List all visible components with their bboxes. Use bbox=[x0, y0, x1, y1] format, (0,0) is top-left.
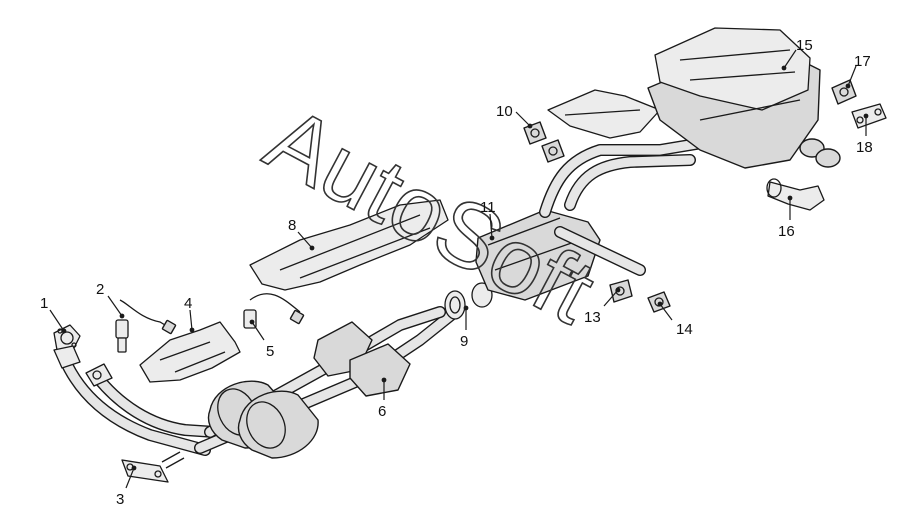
part-17-rubber-mount bbox=[831, 79, 857, 105]
part-9-clamp bbox=[444, 282, 493, 320]
leader-lines bbox=[49, 49, 869, 489]
part-8-heat-shield bbox=[249, 199, 449, 291]
callout-4: 4 bbox=[184, 295, 192, 312]
rear-pipes bbox=[539, 134, 726, 218]
front-downpipes bbox=[53, 345, 221, 456]
callout-2: 2 bbox=[96, 281, 104, 298]
part-13-rubber-mount bbox=[609, 279, 633, 303]
callout-14: 14 bbox=[676, 321, 693, 338]
callout-5: 5 bbox=[266, 343, 274, 360]
part-18-mount-bracket bbox=[851, 103, 887, 129]
callout-labels: 1 2 3 4 5 6 8 9 10 11 13 14 15 16 17 18 bbox=[40, 37, 873, 508]
callout-15: 15 bbox=[796, 37, 813, 54]
part-3-bracket bbox=[121, 451, 185, 483]
callout-10: 10 bbox=[496, 103, 513, 120]
callout-17: 17 bbox=[854, 53, 871, 70]
rear-heat-shield bbox=[547, 89, 661, 139]
part-15-rear-muffler bbox=[647, 27, 841, 169]
callout-6: 6 bbox=[378, 403, 386, 420]
part-16-tail-pipe bbox=[766, 178, 825, 211]
part-6-front-pipe-catalysts bbox=[194, 306, 461, 459]
part-11-centre-muffler bbox=[475, 209, 646, 301]
callout-16: 16 bbox=[778, 223, 795, 240]
callout-8: 8 bbox=[288, 217, 296, 234]
part-2-oxygen-sensor bbox=[115, 299, 177, 353]
callout-18: 18 bbox=[856, 139, 873, 156]
callout-11: 11 bbox=[480, 199, 496, 216]
callout-13: 13 bbox=[584, 309, 601, 326]
callout-9: 9 bbox=[460, 333, 468, 350]
part-1-flange-gasket bbox=[53, 324, 81, 351]
callout-3: 3 bbox=[116, 491, 124, 508]
callout-1: 1 bbox=[40, 295, 48, 312]
part-4-heat-shield bbox=[139, 321, 241, 383]
